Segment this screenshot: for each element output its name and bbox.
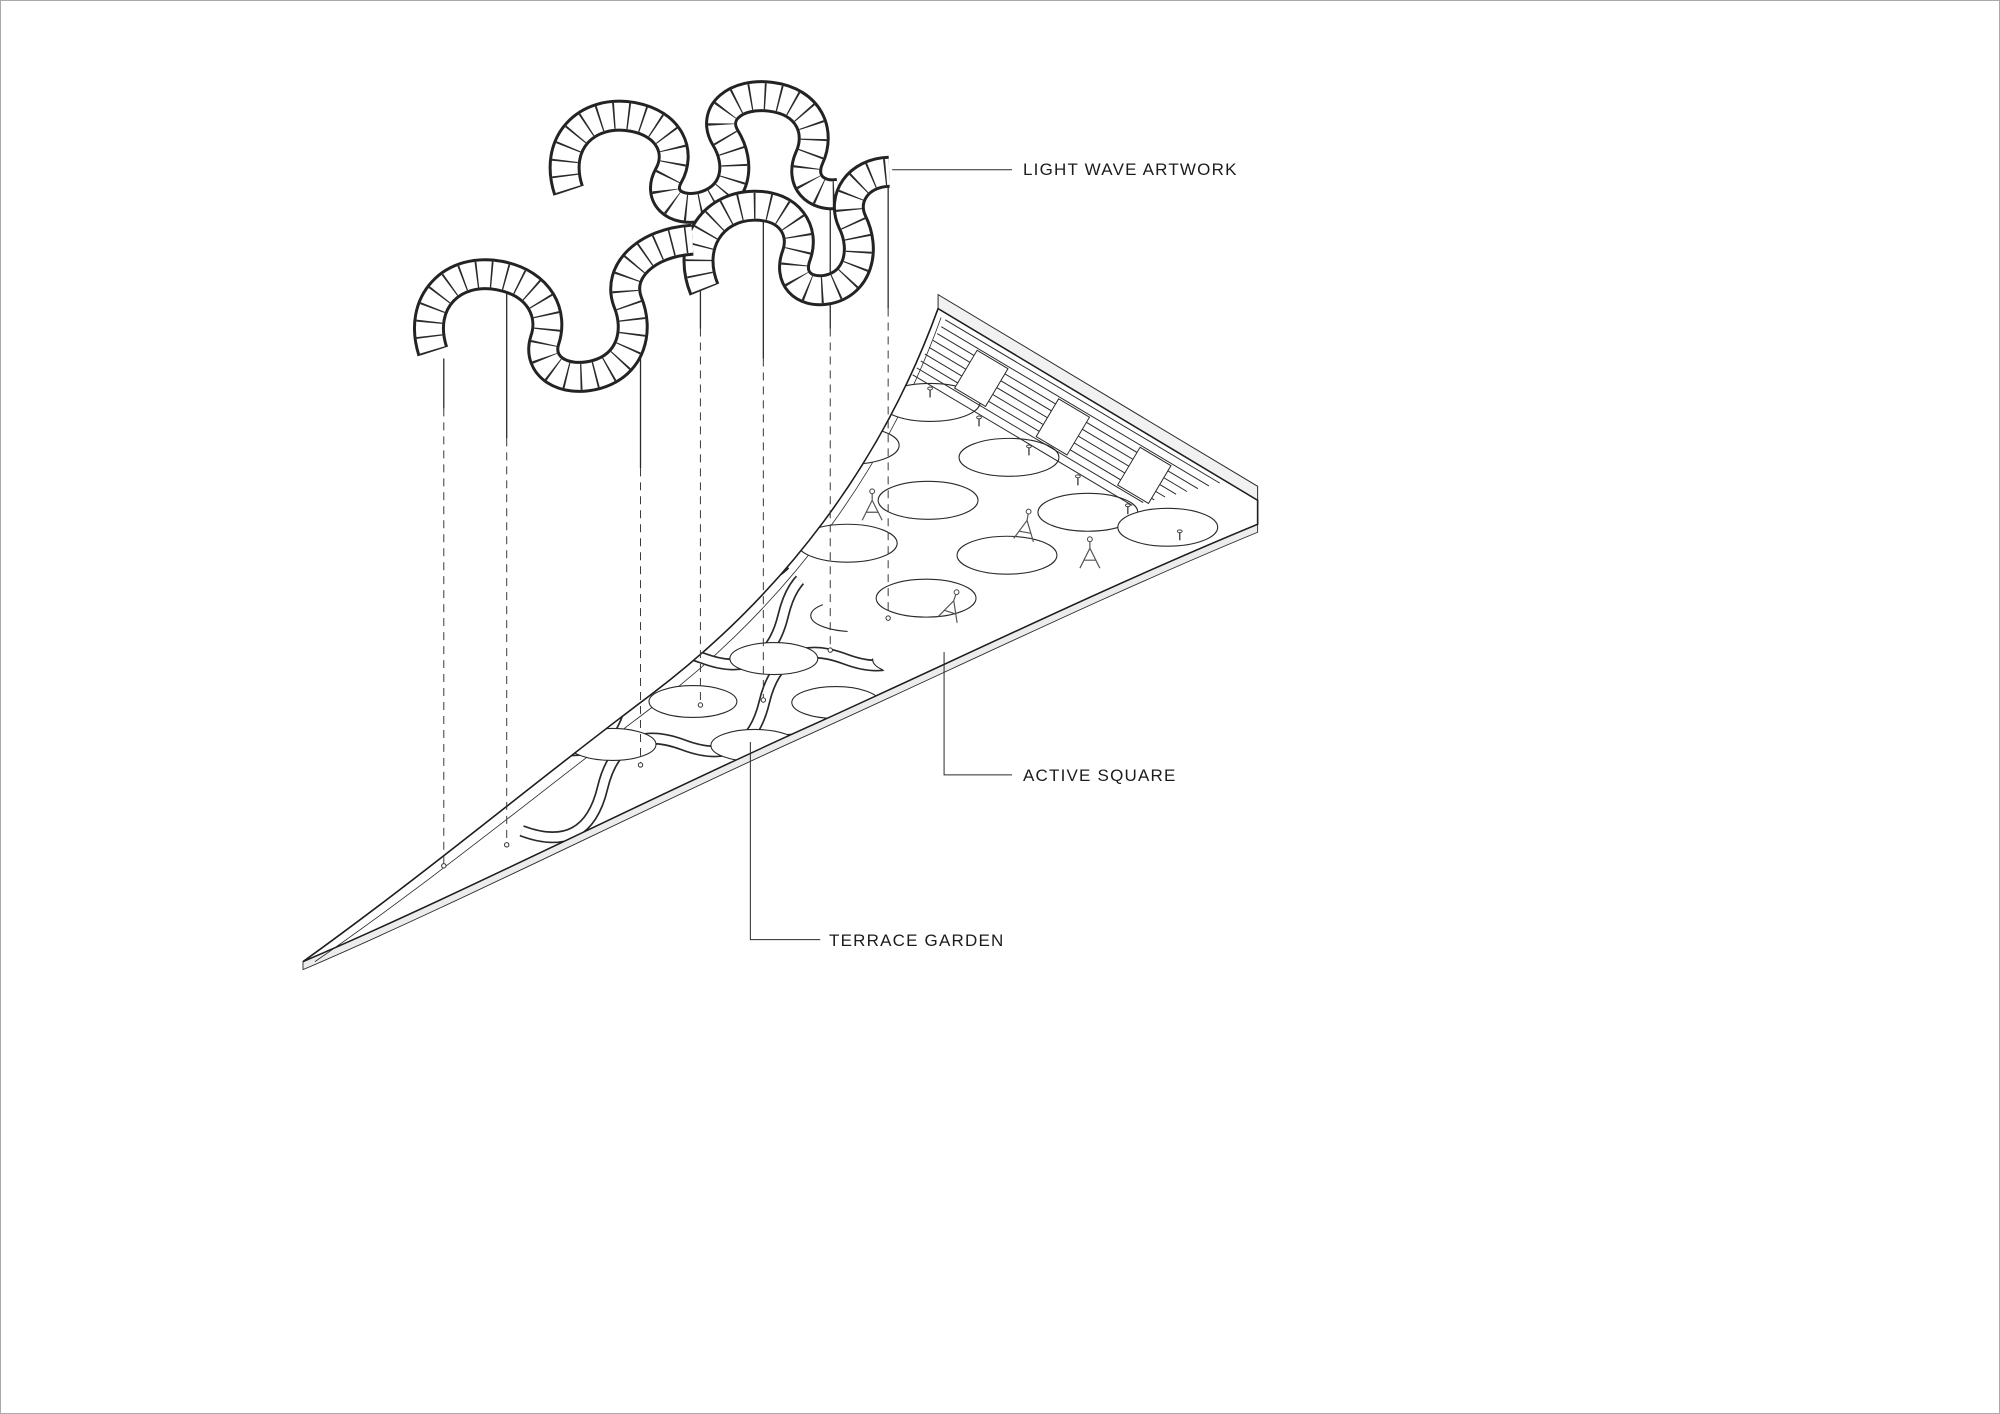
leader-line-terrace-garden [749,741,821,941]
stepped-seating [912,319,1221,506]
light-wave-ribbon-right [682,155,891,307]
projection-lines [441,308,891,869]
site-plan [302,293,1259,971]
light-wave-ribbon-top [548,80,842,224]
artwork-support-posts [443,178,889,469]
label-active-square: ACTIVE SQUARE [1023,766,1177,785]
annotation-leaders [749,169,1012,941]
leader-line-active-square [943,652,1012,776]
label-terrace-garden: TERRACE GARDEN [829,931,1005,950]
light-wave-ribbon-left [413,223,695,393]
label-light-wave-artwork: LIGHT WAVE ARTWORK [1023,160,1238,179]
plan-outline [302,307,1259,963]
bollard-icons [927,386,1183,541]
light-wave-ribbons [413,80,891,393]
